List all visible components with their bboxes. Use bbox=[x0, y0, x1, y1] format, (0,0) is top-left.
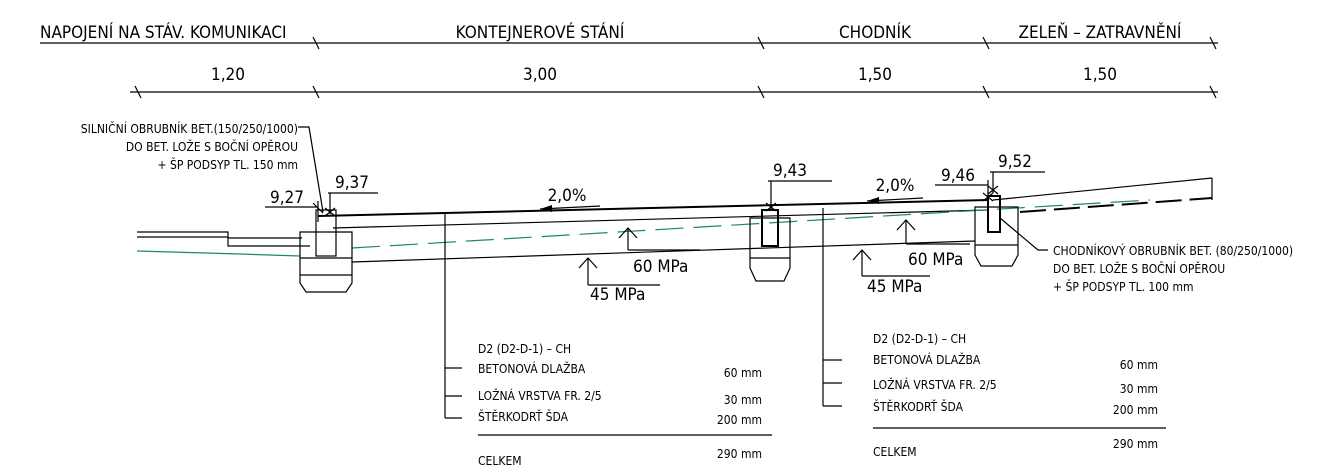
composition-2-layer-1-thickness: 60 mm bbox=[1120, 358, 1158, 372]
composition-1-layer-1-thickness: 60 mm bbox=[724, 366, 762, 380]
composition-container-area: D2 (D2-D-1) – CH BETONOVÁ DLAŽBA 60 mm L… bbox=[444, 213, 772, 468]
modulus-lower-2: 45 MPa bbox=[867, 277, 922, 297]
zone-label-container-area: KONTEJNEROVÉ STÁNÍ bbox=[456, 21, 625, 43]
terrain-line-left bbox=[136, 250, 301, 257]
width-label-4: 1,50 bbox=[1083, 65, 1117, 85]
zone-label-greenery: ZELEŇ – ZATRAVNĚNÍ bbox=[1019, 21, 1182, 43]
width-label-2: 3,00 bbox=[523, 65, 557, 85]
modulus-markers: 60 MPa 45 MPa 60 MPa 45 MPa bbox=[578, 219, 970, 305]
composition-1-total: 290 mm bbox=[717, 447, 762, 461]
paving-surface bbox=[317, 199, 989, 217]
zone-header: NAPOJENÍ NA STÁV. KOMUNIKACI KONTEJNEROV… bbox=[40, 21, 1218, 99]
composition-1-layer-2-name: LOŽNÁ VRSTVA FR. 2/5 bbox=[478, 388, 602, 403]
middle-curb bbox=[749, 209, 791, 282]
zone-label-connection: NAPOJENÍ NA STÁV. KOMUNIKACI bbox=[40, 21, 287, 43]
composition-1-layer-3-name: ŠTĚRKODRŤ ŠDA bbox=[478, 409, 569, 424]
composition-2-title: D2 (D2-D-1) – CH bbox=[873, 332, 966, 346]
road-curb-note-line-1: SILNIČNÍ OBRUBNÍK BET.(150/250/1000) bbox=[81, 121, 298, 136]
walk-curb-note-line-3: + ŠP PODSYP TL. 100 mm bbox=[1053, 279, 1194, 294]
modulus-upper-1: 60 MPa bbox=[633, 257, 688, 277]
composition-2-layer-2-thickness: 30 mm bbox=[1120, 382, 1158, 396]
existing-road-top bbox=[137, 231, 310, 247]
level-937: 9,37 bbox=[335, 173, 369, 193]
dimension-ticks bbox=[134, 36, 1217, 99]
modulus-lower-1: 45 MPa bbox=[590, 285, 645, 305]
composition-2-layer-1-name: BETONOVÁ DLAŽBA bbox=[873, 352, 981, 367]
composition-1-layer-1-name: BETONOVÁ DLAŽBA bbox=[478, 361, 586, 376]
road-curb-leader bbox=[298, 126, 324, 213]
width-label-3: 1,50 bbox=[858, 65, 892, 85]
composition-sidewalk: D2 (D2-D-1) – CH BETONOVÁ DLAŽBA 60 mm L… bbox=[822, 208, 1166, 459]
composition-2-layer-3-name: ŠTĚRKODRŤ ŠDA bbox=[873, 399, 964, 414]
walk-curb-note-line-1: CHODNÍKOVÝ OBRUBNÍK BET. (80/250/1000) bbox=[1053, 243, 1293, 258]
composition-1-layer-3-thickness: 200 mm bbox=[717, 413, 762, 427]
level-927: 9,27 bbox=[270, 188, 304, 208]
zone-label-sidewalk: CHODNÍK bbox=[839, 21, 912, 43]
composition-1-layer-2-thickness: 30 mm bbox=[724, 393, 762, 407]
road-curb-note-line-2: DO BET. LOŽE S BOČNÍ OPĚROU bbox=[126, 139, 298, 154]
slope-container-area: 2,0% bbox=[548, 186, 587, 206]
walk-curb-note: CHODNÍKOVÝ OBRUBNÍK BET. (80/250/1000) D… bbox=[999, 217, 1293, 294]
road-curb bbox=[299, 209, 353, 293]
level-952: 9,52 bbox=[998, 152, 1032, 172]
level-943: 9,43 bbox=[773, 161, 807, 181]
composition-2-total: 290 mm bbox=[1113, 437, 1158, 451]
width-label-1: 1,20 bbox=[211, 65, 245, 85]
composition-1-total-label: CELKEM bbox=[478, 454, 522, 468]
slope-indicators: 2,0% 2,0% bbox=[539, 176, 924, 212]
sidewalk-curb bbox=[974, 195, 1019, 267]
road-curb-note-line-3: + ŠP PODSYP TL. 150 mm bbox=[158, 157, 299, 172]
walk-curb-leader bbox=[999, 217, 1048, 251]
pavement-section bbox=[136, 177, 1213, 263]
composition-1-title: D2 (D2-D-1) – CH bbox=[478, 342, 571, 356]
modulus-upper-2: 60 MPa bbox=[908, 250, 963, 270]
terrain-line bbox=[351, 199, 1151, 249]
walk-curb-note-line-2: DO BET. LOŽE S BOČNÍ OPĚROU bbox=[1053, 261, 1225, 276]
composition-2-layer-2-name: LOŽNÁ VRSTVA FR. 2/5 bbox=[873, 377, 997, 392]
level-946: 9,46 bbox=[941, 166, 975, 186]
subbase-bottom bbox=[351, 240, 976, 263]
composition-2-layer-3-thickness: 200 mm bbox=[1113, 403, 1158, 417]
road-curb-note: SILNIČNÍ OBRUBNÍK BET.(150/250/1000) DO … bbox=[81, 121, 324, 213]
greenery-surface bbox=[992, 177, 1213, 201]
slope-sidewalk: 2,0% bbox=[876, 176, 915, 196]
composition-2-total-label: CELKEM bbox=[873, 445, 917, 459]
greenery-bottom bbox=[1019, 197, 1213, 213]
bedding-layer bbox=[332, 209, 989, 229]
